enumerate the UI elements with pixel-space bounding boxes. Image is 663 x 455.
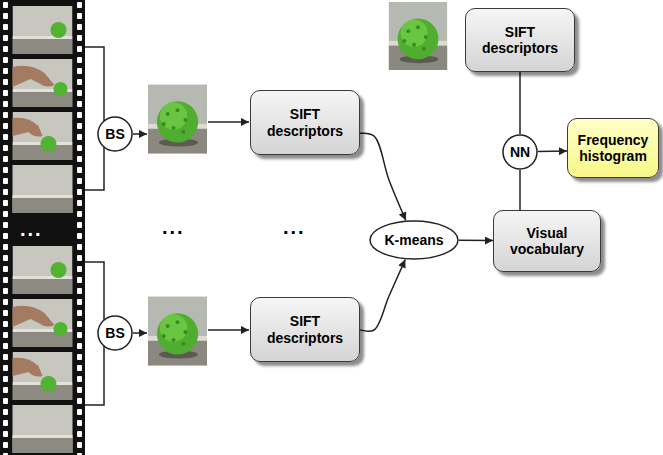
video-frame	[13, 352, 73, 400]
node-text-group: SIFT descriptors	[257, 106, 353, 138]
ellipsis: ...	[283, 217, 306, 237]
connector	[459, 240, 493, 242]
ball-image	[148, 297, 207, 366]
node-text-group: K-means	[375, 232, 453, 248]
node-label: BS	[103, 325, 127, 341]
process-box: SIFT descriptors	[465, 8, 575, 72]
operator-circle: NN	[502, 134, 538, 170]
ellipsis: ...	[162, 217, 185, 237]
operator-circle: BS	[97, 116, 133, 152]
node-text-group: Frequency histogram	[574, 132, 652, 164]
connector	[538, 150, 567, 152]
arrow-line	[208, 121, 249, 123]
video-frame	[13, 405, 73, 453]
video-frame	[13, 246, 73, 294]
shape-outline	[98, 316, 132, 350]
node-text-group: SIFT descriptors	[257, 313, 353, 345]
node-text-group: Visual vocabulary	[500, 225, 594, 257]
arrow-line	[208, 329, 249, 331]
shape-outline	[503, 135, 537, 169]
connector	[360, 260, 405, 332]
video-frame	[13, 112, 73, 160]
shape-outline	[98, 117, 132, 151]
arrow-line	[133, 133, 147, 135]
node-label: Frequency histogram	[574, 132, 652, 164]
film-ellipsis: ...	[20, 219, 43, 239]
video-frame	[13, 165, 73, 213]
node-text-group: BS	[103, 126, 127, 142]
node-text-group: BS	[103, 325, 127, 341]
connector	[360, 133, 406, 220]
video-frame	[13, 299, 73, 347]
ball-image	[148, 85, 207, 154]
shape-outline	[370, 221, 458, 259]
node-label: K-means	[375, 232, 453, 248]
connector	[519, 170, 521, 210]
connector	[519, 72, 521, 134]
arrow-line	[133, 332, 147, 334]
video-frame	[13, 59, 73, 107]
sprocket-row	[76, 0, 83, 455]
node-label: SIFT descriptors	[472, 24, 568, 56]
process-box: SIFT descriptors	[250, 297, 360, 362]
node-label: NN	[508, 144, 532, 160]
operator-circle: BS	[97, 315, 133, 351]
bracket-line	[85, 47, 104, 190]
film-strip	[0, 0, 85, 455]
process-box: SIFT descriptors	[250, 90, 360, 155]
operator-ellipse: K-means	[369, 220, 459, 260]
node-label: Visual vocabulary	[500, 225, 594, 257]
process-box: Visual vocabulary	[493, 210, 601, 272]
node-label: SIFT descriptors	[257, 313, 353, 345]
video-frame	[13, 6, 73, 54]
node-label: SIFT descriptors	[257, 106, 353, 138]
node-text-group: SIFT descriptors	[472, 24, 568, 56]
node-text-group: NN	[508, 144, 532, 160]
output-box: Frequency histogram	[567, 118, 659, 178]
sprocket-row	[2, 0, 9, 455]
node-label: BS	[103, 126, 127, 142]
ball-image	[389, 2, 447, 70]
